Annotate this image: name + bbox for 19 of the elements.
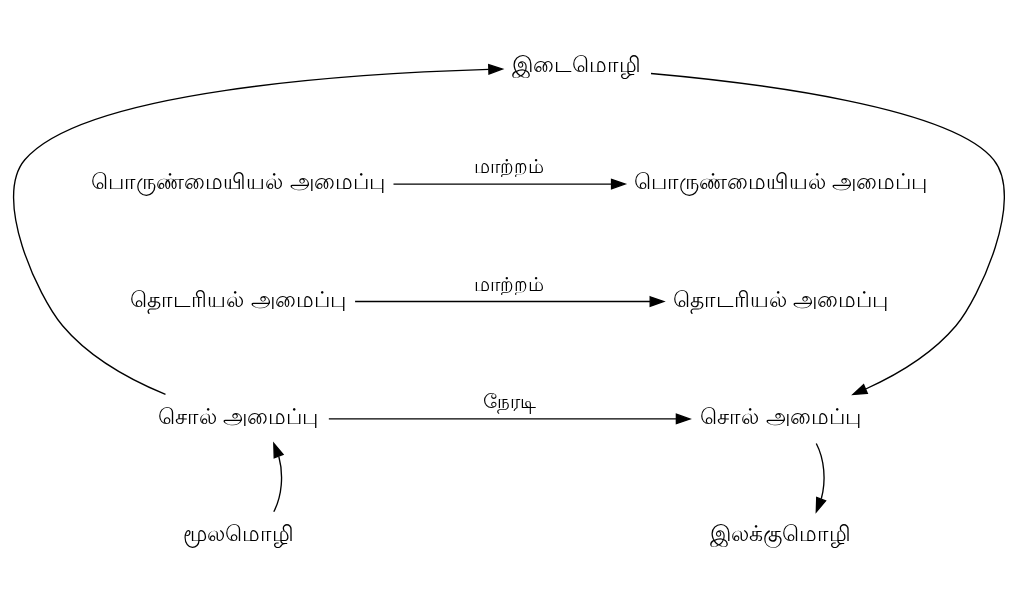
arrow	[328, 412, 692, 425]
arrow	[815, 442, 827, 514]
edge-label: நேரடி	[482, 388, 536, 413]
edge-label: மாற்றம்	[474, 153, 545, 178]
node-text: பொருண்மையியல் அமைப்பு	[91, 168, 385, 194]
node-text: சொல் அமைப்பு	[157, 403, 319, 429]
node-text: இலக்குமொழி	[710, 520, 852, 546]
node-text: பொருண்மையியல் அமைப்பு	[633, 168, 928, 194]
node-text: மூலமொழி	[182, 520, 294, 546]
arrow	[650, 72, 1005, 395]
node-text: சொல் அமைப்பு	[700, 403, 861, 429]
arrow	[12, 63, 505, 395]
arrow	[354, 295, 666, 307]
node-text: இடைமொழி	[512, 51, 642, 77]
edge-label: மாற்றம்	[474, 271, 545, 296]
node-text: தொடரியல் அமைப்பு	[672, 286, 889, 312]
arrow	[392, 177, 628, 190]
node-text: தொடரியல் அமைப்பு	[130, 286, 346, 312]
arrow	[273, 441, 285, 512]
